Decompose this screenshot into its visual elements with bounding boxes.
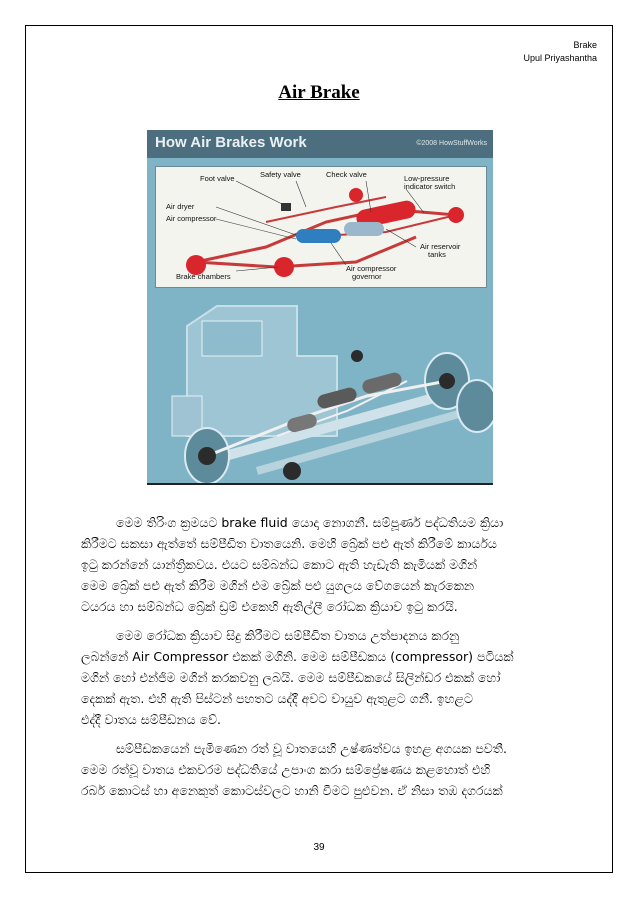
figure-banner: How Air Brakes Work ©2008 HowStuffWorks (147, 130, 493, 158)
header-title: Brake (573, 40, 597, 50)
label-foot-valve: Foot valve (200, 174, 235, 183)
diagram-inset: Foot valve Safety valve Check valve Low-… (155, 166, 487, 288)
paragraph-line: ඉටු කරන්නේ යාන්ත්‍රිකවය. එයට සම්බන්ධ කොට… (81, 557, 478, 572)
paragraph-1: මෙම තිරිංග ක්‍රමයට brake fluid යොදා නොගන… (81, 512, 561, 617)
paragraph-line: මෙම තිරිංග ක්‍රමයට brake fluid යොදා නොගන… (116, 515, 504, 530)
page-title: Air Brake (278, 82, 360, 103)
label-governor: governor (352, 272, 382, 281)
air-brake-figure: How Air Brakes Work ©2008 HowStuffWorks (147, 130, 493, 485)
header-author: Upul Priyashantha (523, 53, 597, 63)
page-border (25, 25, 613, 873)
label-air-reservoir: Air reservoir (420, 242, 461, 251)
paragraph-line: මෙම රෝධක ක්‍රියාව සිදු කිරීමට සම්පීඩිත ව… (116, 628, 460, 643)
paragraph-line: මෙම රත්වූ වාතය එකවරම පද්ධතියේ උපාංග කරා … (81, 762, 491, 777)
paragraph-line: මගින් හෝ එන්ජිම මගින් කරකවනු ලබයි. මෙම ස… (81, 670, 501, 685)
page-number: 39 (313, 842, 325, 853)
label-tanks: tanks (428, 250, 446, 259)
label-air-dryer: Air dryer (166, 202, 195, 211)
paragraph-3: සම්පීඩකයෙන් පැමිණෙන රත් වූ වාතයෙහි උෂ්ණත… (81, 738, 561, 801)
figure-title: How Air Brakes Work (155, 134, 307, 151)
diagram-illustration (186, 180, 464, 277)
paragraph-line: රබර් කොටස් හා අනෙකුත් කොටස්වලට හානි වීමට… (81, 783, 503, 798)
paragraph-line: ලබන්නේ Air Compressor එකක් මගිනි. මෙම සම… (81, 649, 514, 664)
label-brake-chambers: Brake chambers (176, 272, 231, 281)
paragraph-line: එද්දී වාතය සම්පීඩනය වේ. (81, 712, 222, 727)
label-air-compressor: Air compressor (166, 214, 217, 223)
paragraph-2: මෙම රෝධක ක්‍රියාව සිදු කිරීමට සම්පීඩිත ව… (81, 625, 561, 730)
truck-chassis-illustration (171, 305, 493, 483)
paragraph-line: ටයරය හා සම්බන්ධ බ්‍රේක් ඩ්‍රම් එකෙහි ඇති… (81, 599, 458, 614)
paragraph-line: සම්පීඩකයෙන් පැමිණෙන රත් වූ වාතයෙහි උෂ්ණත… (116, 741, 507, 756)
paragraph-line: කිරීමට සකසා ඇත්තේ සම්පීඩිත වාතයෙනි. මෙහි… (81, 536, 497, 551)
paragraph-line: මෙම බ්‍රේක් පළු ඇත් කිරීම මගින් එම බ්‍රේ… (81, 578, 474, 593)
label-check-valve: Check valve (326, 170, 367, 179)
label-safety-valve: Safety valve (260, 170, 301, 179)
paragraph-line: දෙකක් ඇත. එහි ඇති පිස්ටන් පහතට යද්දී අවට… (81, 691, 473, 706)
figure-copyright: ©2008 HowStuffWorks (416, 140, 487, 147)
label-compressor-governor: Air compressor (346, 264, 397, 273)
label-low-pressure: Low-pressure (404, 174, 450, 183)
label-indicator-switch: indicator switch (404, 182, 456, 191)
